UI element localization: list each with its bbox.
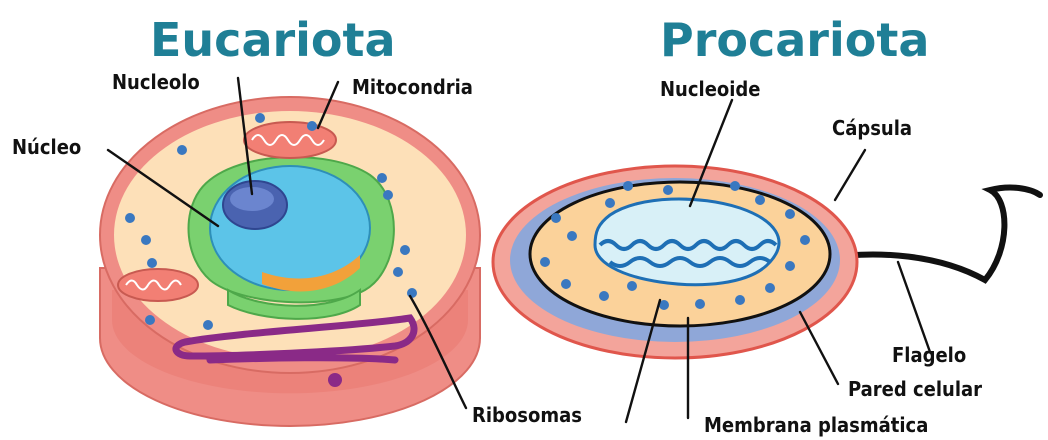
nucleoid	[595, 199, 779, 285]
prokaryote-title: Procariota	[660, 13, 929, 67]
leader-cell-wall	[800, 312, 838, 384]
label-ribosomes: Ribosomas	[472, 403, 582, 427]
mitochondrion-left	[118, 269, 198, 301]
leader-flagellum	[898, 262, 930, 352]
label-plasma-membrane: Membrana plasmática	[704, 413, 928, 437]
label-flagellum: Flagelo	[892, 343, 966, 367]
mitochondrion-top	[244, 122, 336, 158]
vesicle	[328, 373, 342, 387]
label-mitochondria: Mitocondria	[352, 75, 473, 99]
leader-capsule	[835, 150, 865, 200]
label-nucleoid: Nucleoide	[660, 77, 761, 101]
eukaryotic-cell	[100, 97, 480, 426]
label-nucleolus: Nucleolo	[112, 70, 200, 94]
label-cell-wall: Pared celular	[848, 377, 982, 401]
label-capsule: Cápsula	[832, 116, 912, 140]
eukaryote-title: Eucariota	[150, 13, 396, 67]
label-nucleus: Núcleo	[12, 135, 81, 159]
prokaryotic-cell	[493, 166, 1040, 358]
